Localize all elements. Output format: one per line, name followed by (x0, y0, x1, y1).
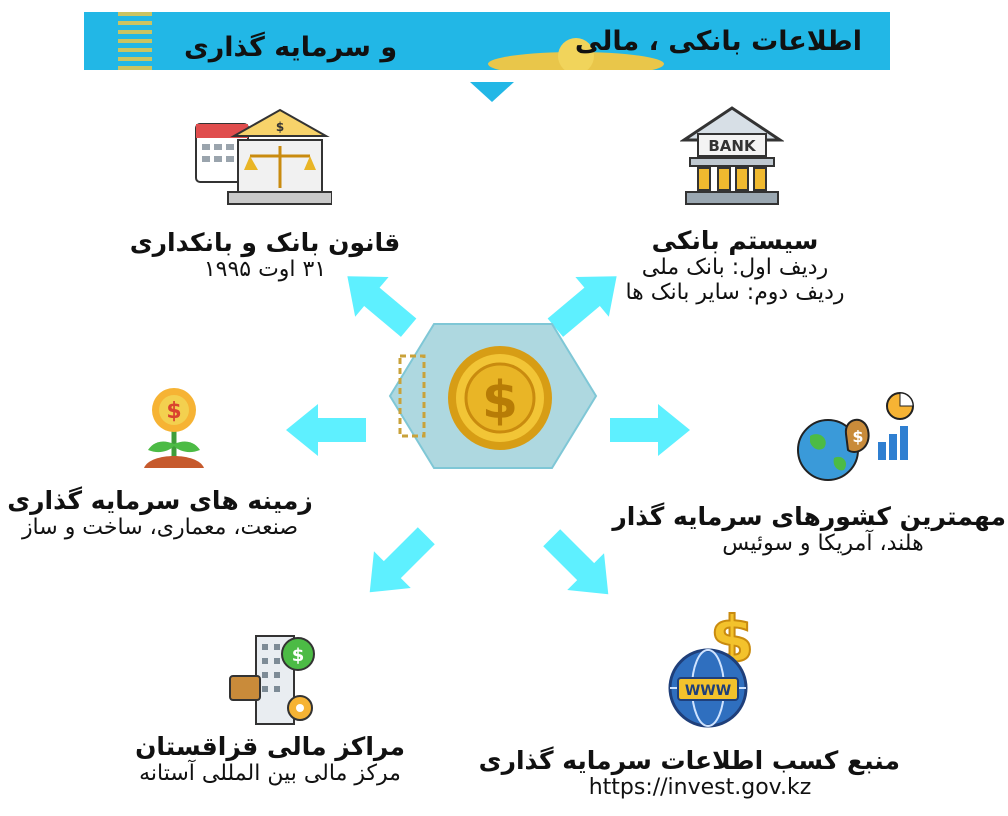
svg-text:$: $ (852, 427, 863, 446)
banner-pointer (470, 82, 514, 102)
banking-law-date: ۳۱ اوت ۱۹۹۵ (203, 257, 327, 282)
financial-centers-sub: مرکز مالی بین المللی آستانه (139, 761, 401, 786)
www-icon-text: WWW (685, 683, 731, 699)
info-source-url[interactable]: https://invest.gov.kz (588, 775, 812, 800)
www-globe-icon: $ WWW (668, 606, 755, 728)
svg-text:$: $ (292, 645, 305, 666)
banking-system-node: سیستم بانکی ردیف اول: بانک ملی ردیف دوم:… (600, 226, 870, 305)
money-plant-icon: $ (144, 388, 204, 468)
svg-text:$: $ (482, 371, 518, 431)
bank-icon-text: BANK (708, 137, 757, 155)
arrow-to-info-source (533, 519, 627, 613)
investment-fields-node: زمینه های سرمایه گذاری صنعت، معماری، ساخ… (0, 486, 320, 540)
sun-eagle-emblem (488, 38, 664, 70)
top-investors-list: هلند، آمریکا و سوئیس (722, 531, 924, 556)
globe-investment-icon: $ (797, 392, 914, 481)
center-hexagon: $ (388, 323, 598, 469)
banking-system-title: سیستم بانکی (651, 226, 819, 255)
top-investors-title: مهمترین کشورهای سرمایه گذار (612, 502, 1006, 531)
banner-ornament (118, 12, 152, 70)
svg-text:$: $ (276, 120, 284, 134)
info-source-title: منبع کسب اطلاعات سرمایه گذاری (478, 746, 900, 775)
dollar-coin-icon: $ (448, 346, 552, 450)
banner-title-line2: و سرمایه گذاری (184, 32, 398, 63)
banking-system-tier1: ردیف اول: بانک ملی (641, 255, 829, 280)
banking-system-tier2: ردیف دوم: سایر بانک ها (625, 280, 845, 305)
arrow-to-top-investors (610, 404, 690, 456)
svg-text:$: $ (166, 399, 181, 424)
financial-building-icon: $ (229, 635, 315, 725)
financial-centers-node: مراکز مالی قزاقستان مرکز مالی بین المللی… (110, 732, 430, 786)
arrow-to-financial-centers (351, 517, 445, 611)
investment-fields-title: زمینه های سرمایه گذاری (7, 486, 313, 515)
investment-fields-list: صنعت، معماری، ساخت و ساز (21, 515, 299, 540)
title-banner: اطلاعات بانکی ، مالی و سرمایه گذاری (84, 12, 890, 70)
banking-law-node: قانون بانک و بانکداری ۳۱ اوت ۱۹۹۵ (120, 228, 410, 282)
financial-centers-title: مراکز مالی قزاقستان (135, 732, 405, 761)
top-investors-node: مهمترین کشورهای سرمایه گذار هلند، آمریکا… (612, 502, 1006, 556)
bank-building-icon: BANK (680, 106, 784, 205)
info-source-node: منبع کسب اطلاعات سرمایه گذاری https://in… (478, 746, 900, 800)
bank-law-icon: $ (195, 108, 332, 205)
banking-law-title: قانون بانک و بانکداری (129, 228, 401, 257)
banner-title-line1: اطلاعات بانکی ، مالی (574, 26, 862, 57)
arrow-to-investment-fields (286, 404, 366, 456)
